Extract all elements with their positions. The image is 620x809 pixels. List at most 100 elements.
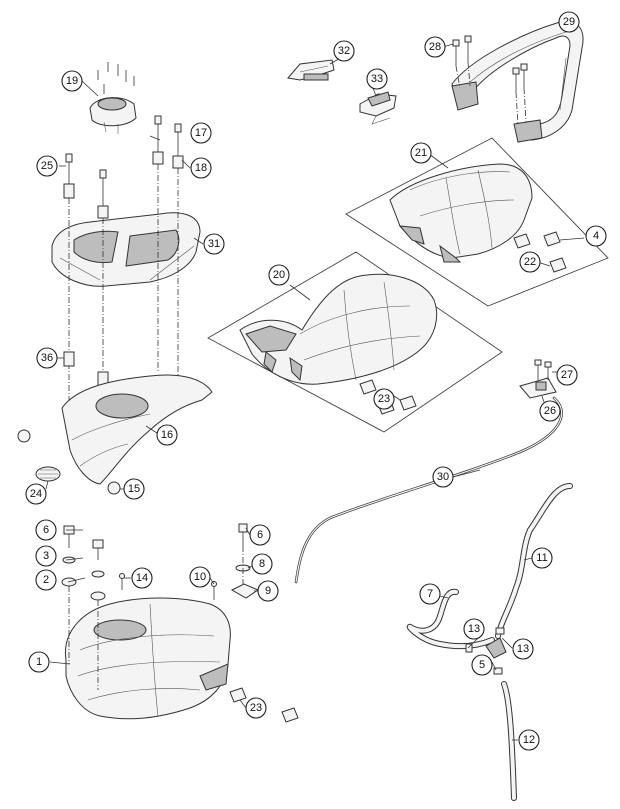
part-13-fittings [465, 627, 507, 675]
part-18-bolt [172, 123, 184, 384]
part-25-bolt [63, 153, 75, 420]
part-12-hose [501, 681, 517, 801]
callout-10: 10 [189, 566, 211, 588]
callout-17: 17 [190, 122, 212, 144]
callout-label: 15 [128, 483, 140, 495]
part-29-grab-handle [451, 20, 584, 143]
callout-label: 11 [536, 552, 547, 564]
part-23-clips-lower [229, 687, 299, 723]
callout-23-upper: 23 [373, 388, 395, 410]
callout-28: 28 [424, 36, 446, 58]
callout-label: 19 [66, 75, 78, 87]
part-28-screws [452, 35, 528, 125]
callout-27: 27 [556, 364, 578, 386]
callout-label: 31 [208, 238, 220, 250]
callout-label: 10 [194, 571, 206, 583]
callout-12: 12 [518, 729, 540, 751]
callout-19: 19 [61, 70, 83, 92]
callout-5: 5 [471, 654, 493, 676]
callout-label: 1 [36, 656, 42, 668]
callout-33: 33 [366, 68, 388, 90]
callout-15: 15 [123, 478, 145, 500]
callout-13-right: 13 [512, 638, 534, 660]
callout-7: 7 [419, 583, 441, 605]
part-11-hose [495, 483, 573, 639]
part-26-seat-lock [519, 359, 557, 399]
part-31-tank-bracket [51, 212, 201, 287]
callout-label: 25 [41, 160, 53, 172]
callout-label: 12 [523, 734, 535, 746]
part-33-bracket [359, 91, 397, 125]
callout-label: 32 [338, 45, 350, 57]
callout-22: 22 [519, 251, 541, 273]
part-16-tank-cover [61, 374, 213, 485]
callout-label: 17 [195, 127, 207, 139]
callout-label: 8 [259, 558, 265, 570]
callout-21: 21 [410, 142, 432, 164]
callout-25: 25 [36, 155, 58, 177]
callout-label: 13 [517, 643, 529, 655]
callout-18: 18 [190, 157, 212, 179]
part-36-spacers [63, 351, 109, 387]
callout-30: 30 [432, 466, 454, 488]
callout-label: 3 [43, 550, 49, 562]
callout-1: 1 [28, 651, 50, 673]
callout-36: 36 [36, 347, 58, 369]
part-10-screw [211, 581, 217, 600]
part-22-clips [513, 231, 567, 273]
part-21-rear-seat-group [345, 137, 609, 307]
callout-31: 31 [203, 233, 225, 255]
part-19-screws [97, 62, 135, 94]
callout-label: 7 [427, 588, 433, 600]
callout-9: 9 [257, 580, 279, 602]
part-7-hose [406, 588, 495, 650]
callout-label: 16 [161, 429, 173, 441]
callout-label: 24 [30, 488, 42, 500]
part-mid-bolt-tank [90, 539, 106, 690]
callout-label: 30 [437, 471, 449, 483]
callout-6-right: 6 [249, 524, 271, 546]
part-30-cable [294, 396, 563, 584]
callout-32: 32 [333, 40, 355, 62]
callout-label: 21 [415, 147, 427, 159]
callout-label: 2 [43, 574, 49, 586]
callout-label: 6 [43, 524, 49, 536]
callout-6-left: 6 [35, 519, 57, 541]
callout-23-lower: 23 [245, 697, 267, 719]
callout-14: 14 [131, 567, 153, 589]
part-14-screw [119, 573, 125, 590]
callout-2: 2 [35, 569, 57, 591]
callout-label: 33 [371, 73, 383, 85]
callout-label: 20 [273, 269, 285, 281]
callout-label: 22 [524, 256, 536, 268]
callout-16: 16 [156, 424, 178, 446]
part-1-fuel-tank [64, 597, 231, 720]
callout-label: 6 [257, 529, 263, 541]
part-small-nut [17, 429, 31, 443]
callout-label: 36 [41, 352, 53, 364]
callout-label: 5 [479, 659, 485, 671]
callout-24: 24 [25, 483, 47, 505]
part-24-grommet [35, 466, 61, 482]
callout-11: 11 [531, 547, 553, 569]
part-20-front-seat-group [207, 251, 503, 433]
callout-label: 13 [468, 623, 480, 635]
callout-3: 3 [35, 545, 57, 567]
callout-label: 4 [593, 230, 599, 242]
callout-26: 26 [539, 400, 561, 422]
callout-8: 8 [251, 553, 273, 575]
part-17-bolt [152, 115, 164, 372]
callout-label: 23 [250, 702, 262, 714]
callout-4: 4 [585, 225, 607, 247]
part-19-filler-cap [89, 97, 137, 134]
part-15-nut [107, 481, 121, 495]
callout-13-left: 13 [463, 618, 485, 640]
callout-label: 23 [378, 393, 390, 405]
callout-29: 29 [558, 11, 580, 33]
callout-label: 14 [136, 572, 148, 584]
callout-label: 29 [563, 16, 575, 28]
part-32-trim-piece [287, 59, 335, 81]
callout-label: 28 [429, 41, 441, 53]
callout-label: 26 [544, 405, 556, 417]
